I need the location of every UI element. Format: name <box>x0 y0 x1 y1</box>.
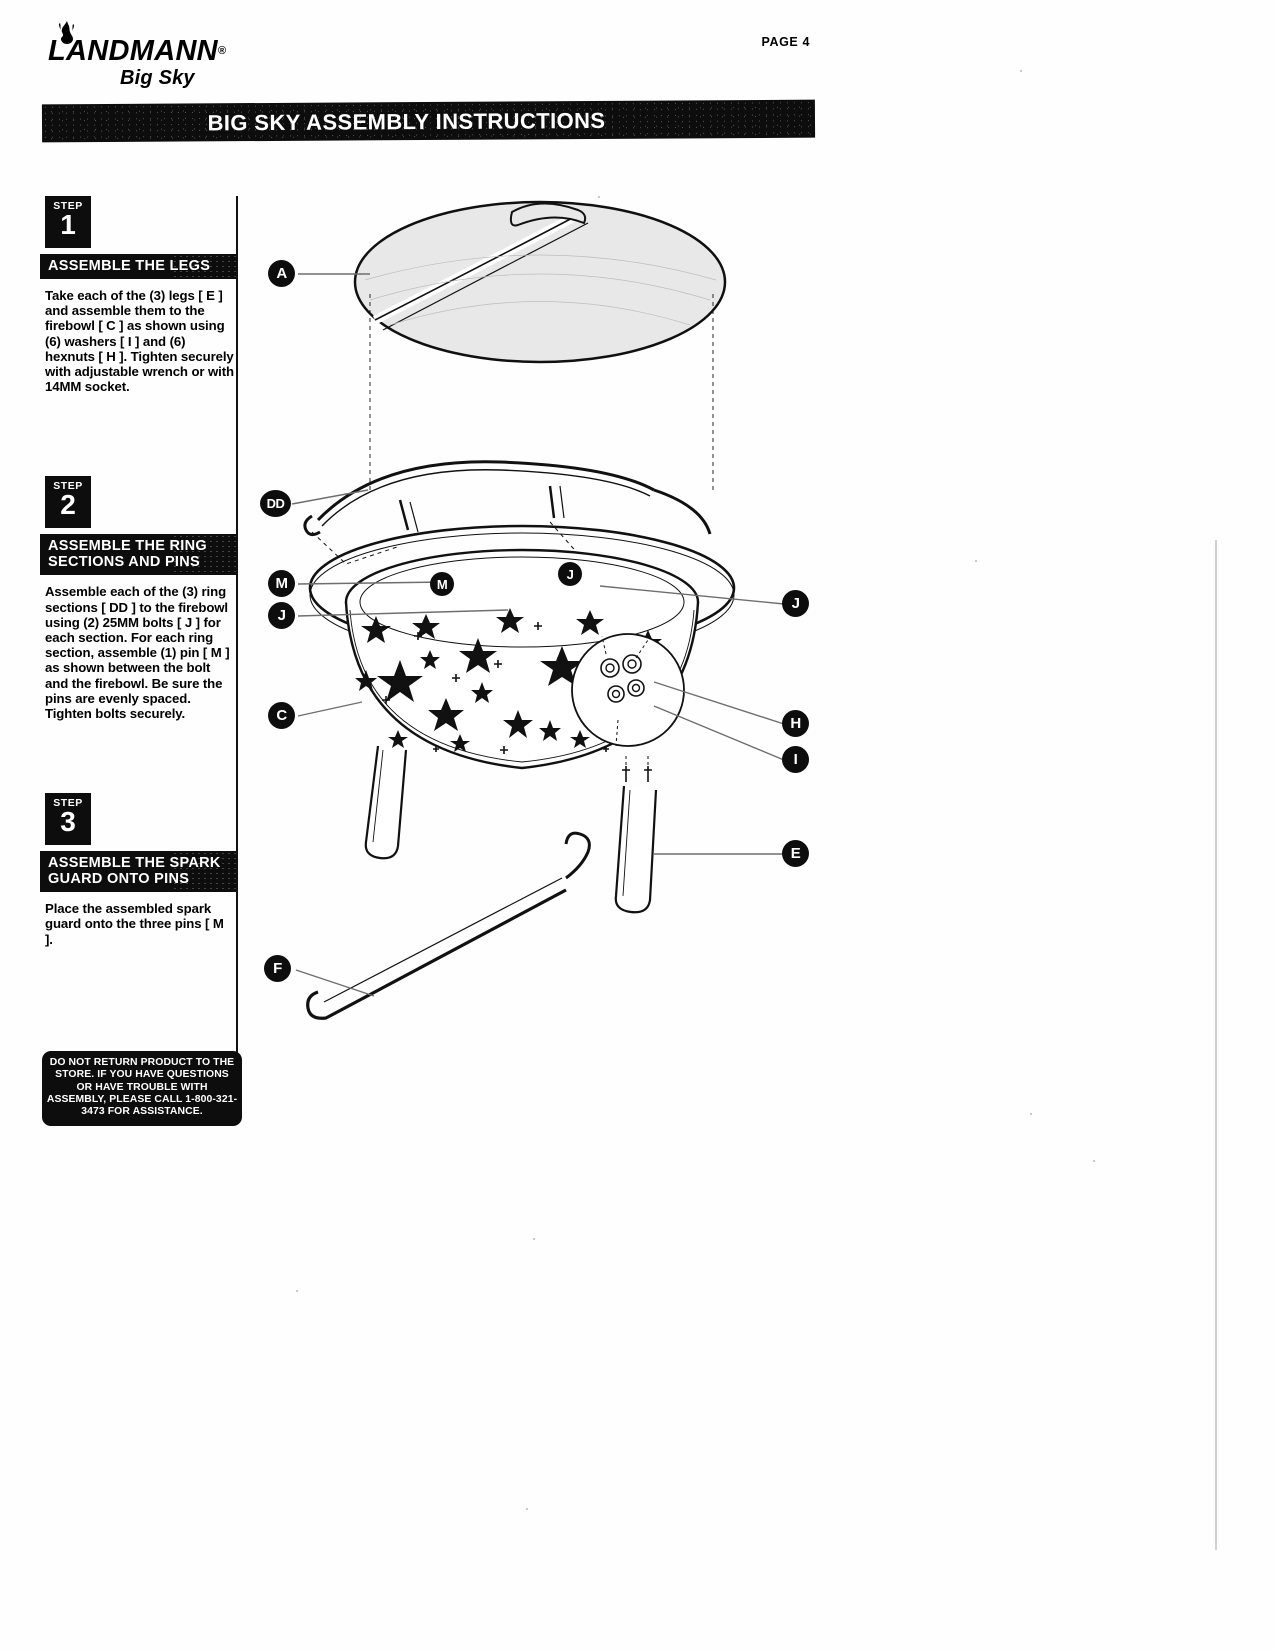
step-2: STEP 2 ASSEMBLE THE RING SECTIONS AND PI… <box>40 476 236 721</box>
callout-m: M <box>268 570 295 597</box>
brand-name: LANDMANN® <box>48 35 227 67</box>
scan-speck <box>1030 1113 1032 1115</box>
step-1: STEP 1 ASSEMBLE THE LEGS Take each of th… <box>40 196 236 394</box>
step-2-number: 2 <box>60 489 76 521</box>
scan-speck <box>526 1508 528 1510</box>
spacer <box>40 947 236 1051</box>
callout-i: I <box>782 746 809 773</box>
callout-dd: DD <box>260 490 291 517</box>
callout-h: H <box>782 710 809 737</box>
heading-texture <box>172 851 236 893</box>
steps-sidebar: STEP 1 ASSEMBLE THE LEGS Take each of th… <box>40 196 242 1126</box>
spark-guard-part <box>353 200 727 364</box>
step-3-badge-label: STEP <box>53 797 83 810</box>
page-number: PAGE 4 <box>761 35 810 49</box>
callout-j-inline: J <box>558 562 582 586</box>
assembly-diagram-svg <box>291 200 785 1020</box>
callout-j-right: J <box>782 590 809 617</box>
step-2-badge: STEP 2 <box>45 476 91 529</box>
callout-f: F <box>264 955 291 982</box>
scan-speck <box>296 1290 298 1292</box>
registered-mark: ® <box>217 45 227 57</box>
section-banner: BIG SKY ASSEMBLY INSTRUCTIONS <box>41 99 816 143</box>
step-1-badge-label: STEP <box>53 200 83 212</box>
section-title: BIG SKY ASSEMBLY INSTRUCTIONS <box>207 107 606 136</box>
step-3: STEP 3 ASSEMBLE THE SPARK GUARD ONTO PIN… <box>40 793 236 947</box>
spacer <box>40 721 236 793</box>
flame-icon <box>59 21 74 44</box>
heading-texture <box>172 254 236 279</box>
step-3-heading: ASSEMBLE THE SPARK GUARD ONTO PINS <box>40 851 236 893</box>
callout-j-left: J <box>268 602 295 629</box>
heading-texture <box>172 534 236 576</box>
return-warning-box: DO NOT RETURN PRODUCT TO THE STORE. IF Y… <box>42 1050 242 1126</box>
step-3-body: Place the assembled spark guard onto the… <box>45 901 224 947</box>
brand-logo: LANDMANN® Big Sky <box>48 21 308 90</box>
step-2-heading: ASSEMBLE THE RING SECTIONS AND PINS <box>40 534 236 576</box>
step-3-heading-text: ASSEMBLE THE SPARK GUARD ONTO PINS <box>48 855 221 888</box>
brand-subtitle: Big Sky <box>120 67 195 89</box>
step-3-badge: STEP 3 <box>45 793 91 846</box>
callout-c: C <box>268 702 295 729</box>
step-1-heading: ASSEMBLE THE LEGS <box>40 254 236 279</box>
step-1-number: 1 <box>60 209 76 240</box>
legs-part <box>364 745 658 914</box>
sidebar-divider <box>236 196 238 1056</box>
step-1-heading-text: ASSEMBLE THE LEGS <box>48 258 211 274</box>
scan-speck <box>1093 1160 1095 1162</box>
callout-a: A <box>268 260 295 287</box>
assembly-diagram: A DD M J J C H I E F M J <box>250 190 830 1060</box>
callout-e: E <box>782 840 809 867</box>
hardware-detail-bubble <box>571 633 685 747</box>
scan-speck <box>1020 70 1022 72</box>
spacer <box>40 394 236 476</box>
scan-speck <box>598 196 600 198</box>
callout-m-inline: M <box>430 572 454 596</box>
scan-speck <box>975 560 977 562</box>
step-2-badge-label: STEP <box>53 480 83 493</box>
scan-speck <box>533 1238 535 1240</box>
scan-edge-artifact <box>1215 540 1217 1550</box>
poker-tool-part <box>306 831 591 1020</box>
step-3-number: 3 <box>60 806 76 838</box>
leader-lines <box>291 273 785 997</box>
step-2-body: Assemble each of the (3) ring sections [… <box>45 584 230 722</box>
step-2-heading-text: ASSEMBLE THE RING SECTIONS AND PINS <box>48 538 207 571</box>
step-1-badge: STEP 1 <box>45 196 91 248</box>
step-1-body: Take each of the (3) legs [ E ] and asse… <box>45 288 234 395</box>
